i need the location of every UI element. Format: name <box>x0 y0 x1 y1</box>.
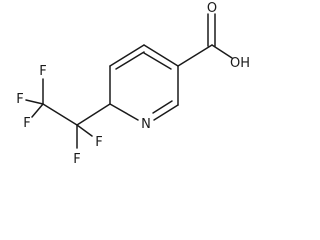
fluorine-label: F <box>95 135 102 150</box>
bond-cf3-f-lower <box>31 103 44 118</box>
fluorine-label: F <box>39 64 46 79</box>
bond-n-c6-inner <box>152 100 173 114</box>
carboxylic-acid-group <box>177 13 233 67</box>
bond-ring-cf2 <box>76 103 111 126</box>
bond-c2-c3 <box>109 44 145 67</box>
hydroxyl-label: OH <box>230 56 250 71</box>
fluorine-label: F <box>23 116 30 131</box>
bond-ring-carboxyl <box>177 44 213 67</box>
bond-c1-c2 <box>143 44 179 67</box>
fluorine-label: F <box>73 152 80 167</box>
bond-cf2-f-right <box>76 124 93 137</box>
chemical-structure: N O OH F F F F F <box>16 1 250 167</box>
bond-c1-c2-inner <box>143 52 172 70</box>
fluorine-label: F <box>16 92 23 107</box>
bond-c-oh <box>211 44 233 59</box>
bond-c3-c3-inner <box>115 51 145 70</box>
pyridine-ring <box>109 44 179 121</box>
carbonyl-oxygen-label: O <box>207 1 217 16</box>
bond-cf2-cf3 <box>42 103 78 126</box>
nitrogen-label: N <box>141 117 151 132</box>
bond-c4-n <box>109 103 139 121</box>
bond-cf3-f-left <box>25 99 44 105</box>
bond-n-c6 <box>153 104 179 121</box>
pentafluoroethyl-group <box>25 78 111 149</box>
